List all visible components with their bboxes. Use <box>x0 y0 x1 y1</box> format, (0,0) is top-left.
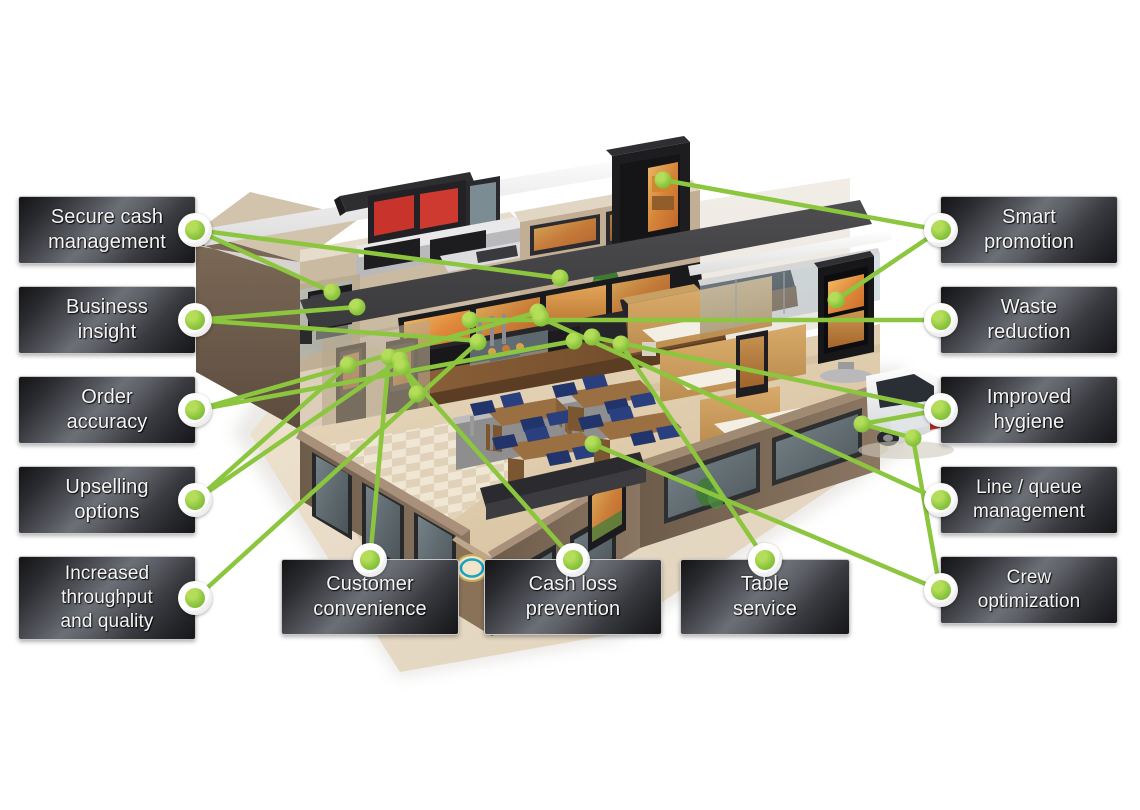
connector-knob-icon <box>924 573 958 607</box>
callout-label: Waste reduction <box>987 296 1071 343</box>
callout-label: Cash loss prevention <box>525 573 621 620</box>
scene-node <box>827 291 845 309</box>
connector-knob-icon <box>353 543 387 577</box>
callout-customer-convenience[interactable]: Customer convenience <box>281 543 459 635</box>
callout-increased-throughput-and-quality[interactable]: Increased throughput and quality <box>18 556 212 640</box>
connector-knob-icon <box>924 213 958 247</box>
callout-label: Crew optimization <box>977 567 1081 612</box>
callout-label: Upselling options <box>65 476 149 523</box>
scene-node <box>583 328 601 346</box>
callout-label: Increased throughput and quality <box>60 563 154 632</box>
callout-improved-hygiene[interactable]: Improved hygiene <box>924 376 1118 444</box>
connector-knob-icon <box>178 393 212 427</box>
callout-crew-optimization[interactable]: Crew optimization <box>924 556 1118 624</box>
scene-node <box>532 309 550 327</box>
callout-upselling-options[interactable]: Upselling options <box>18 466 212 534</box>
callout-label: Improved hygiene <box>986 386 1072 433</box>
connector-knob-icon <box>748 543 782 577</box>
scene-node <box>584 435 602 453</box>
callout-label: Business insight <box>66 296 148 343</box>
callout-order-accuracy[interactable]: Order accuracy <box>18 376 212 444</box>
scene-node <box>393 358 411 376</box>
scene-node <box>339 356 357 374</box>
callout-label: Customer convenience <box>313 573 427 620</box>
scene-node <box>348 298 366 316</box>
scene-node <box>408 385 426 403</box>
connector-knob-icon <box>556 543 590 577</box>
connector-knob-icon <box>924 393 958 427</box>
connector-knob-icon <box>924 483 958 517</box>
callout-cash-loss-prevention[interactable]: Cash loss prevention <box>484 543 662 635</box>
callout-waste-reduction[interactable]: Waste reduction <box>924 286 1118 354</box>
callout-table-service[interactable]: Table service <box>680 543 850 635</box>
scene-node <box>469 333 487 351</box>
callout-business-insight[interactable]: Business insight <box>18 286 212 354</box>
callout-label: Smart promotion <box>984 206 1074 253</box>
callout-label: Order accuracy <box>66 386 148 433</box>
scene-node <box>904 429 922 447</box>
scene-node <box>853 415 871 433</box>
scene-node <box>612 335 630 353</box>
callout-secure-cash-management[interactable]: Secure cash management <box>18 196 212 264</box>
scene-node <box>461 311 479 329</box>
scene-node <box>323 283 341 301</box>
scene-node <box>654 171 672 189</box>
scene-node <box>551 269 569 287</box>
scene-node <box>565 332 583 350</box>
callout-label: Secure cash management <box>48 206 166 253</box>
callout-line-queue-management[interactable]: Line / queue management <box>924 466 1118 534</box>
callout-label: Line / queue management <box>973 477 1085 522</box>
connector-knob-icon <box>178 213 212 247</box>
callout-smart-promotion[interactable]: Smart promotion <box>924 196 1118 264</box>
callout-label: Table service <box>732 573 798 620</box>
connector-knob-icon <box>178 483 212 517</box>
connector-knob-icon <box>178 581 212 615</box>
connector-knob-icon <box>178 303 212 337</box>
connector-knob-icon <box>924 303 958 337</box>
